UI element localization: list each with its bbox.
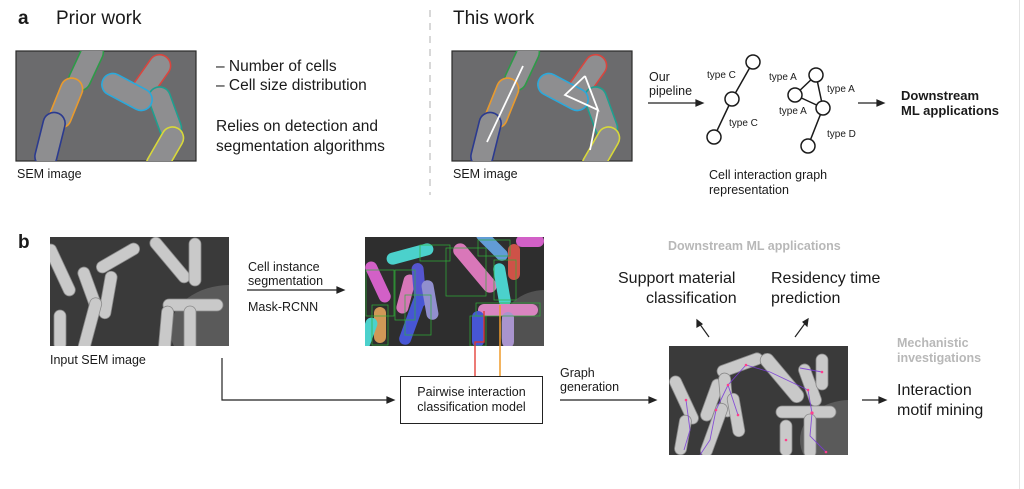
this-work-title: This work (453, 8, 535, 29)
bullet-number-of-cells: – Number of cells (216, 58, 337, 75)
prior-sem-caption: SEM image (17, 167, 82, 181)
edge-label: type C (707, 70, 736, 81)
right-edge-border (1019, 0, 1020, 489)
mask-rcnn-label: Mask-RCNN (248, 300, 319, 314)
cell-yellow (145, 126, 185, 161)
downstream-label-line2: ML applications (901, 103, 999, 118)
mechanistic-header-line1: Mechanistic (897, 336, 969, 350)
edge-label: type C (729, 118, 758, 129)
red-pair-connector (474, 311, 485, 376)
edge-label: type D (827, 129, 856, 140)
app-support-material-line1: Support material (618, 270, 736, 287)
classifier-line2: classification model (417, 400, 526, 414)
graph-generation-line2: generation (560, 380, 620, 394)
panel-a-letter: a (18, 8, 29, 29)
graph-node (706, 129, 722, 145)
input-sem-image (50, 237, 229, 346)
app-residency-time-line1: Residency time (771, 270, 881, 287)
cell-cyan (101, 72, 153, 112)
prior-sem-schematic (15, 50, 197, 162)
graph-overlay-sem-image (669, 346, 848, 455)
graph-generation-line1: Graph (560, 366, 595, 380)
segmented-sem-image (365, 237, 544, 346)
bullet-cell-size: – Cell size distribution (216, 77, 367, 94)
graph-caption-line2: representation (709, 183, 789, 197)
this-sem-caption: SEM image (453, 167, 518, 181)
pipeline-label-line1: Our (649, 70, 670, 84)
input-to-classifier-arrow (221, 358, 390, 401)
graph-node (745, 54, 761, 70)
classifier-line1: Pairwise interaction (417, 385, 526, 399)
graph-node (787, 87, 803, 103)
cell-interaction-graph (706, 54, 831, 154)
downstream-ml-header: Downstream ML applications (668, 239, 841, 253)
prior-work-title: Prior work (56, 8, 142, 29)
graph-node (800, 138, 816, 154)
this-sem-schematic (451, 50, 633, 162)
prior-note-line1: Relies on detection and (216, 118, 379, 135)
pipeline-label-line2: pipeline (649, 84, 693, 98)
motif-mining-line1: Interaction (897, 382, 972, 399)
panel-b-letter: b (18, 232, 30, 253)
cell-navy (34, 111, 66, 161)
downstream-label-line1: Downstream (901, 88, 980, 103)
edge-label: type A (769, 72, 797, 83)
app2-arrow (794, 321, 807, 338)
app-residency-time-line2: prediction (771, 290, 841, 307)
prior-note-line2: segmentation algorithms (216, 138, 385, 155)
mechanistic-header-line2: investigations (897, 351, 982, 365)
input-sem-caption: Input SEM image (50, 353, 146, 367)
segmentation-label-line2: segmentation (248, 274, 324, 288)
graph-caption-line1: Cell interaction graph (709, 168, 828, 182)
edge-label: type A (827, 84, 855, 95)
motif-mining-line2: motif mining (897, 402, 984, 419)
edge-label: type A (779, 106, 807, 117)
graph-node (815, 100, 831, 116)
interaction-overlay (486, 65, 600, 151)
graph-node (724, 91, 740, 107)
app-support-material-line2: classification (646, 290, 737, 307)
segmentation-label-line1: Cell instance (248, 260, 320, 274)
classification-model-box: Pairwise interaction classification mode… (400, 376, 543, 424)
graph-node (808, 67, 824, 83)
